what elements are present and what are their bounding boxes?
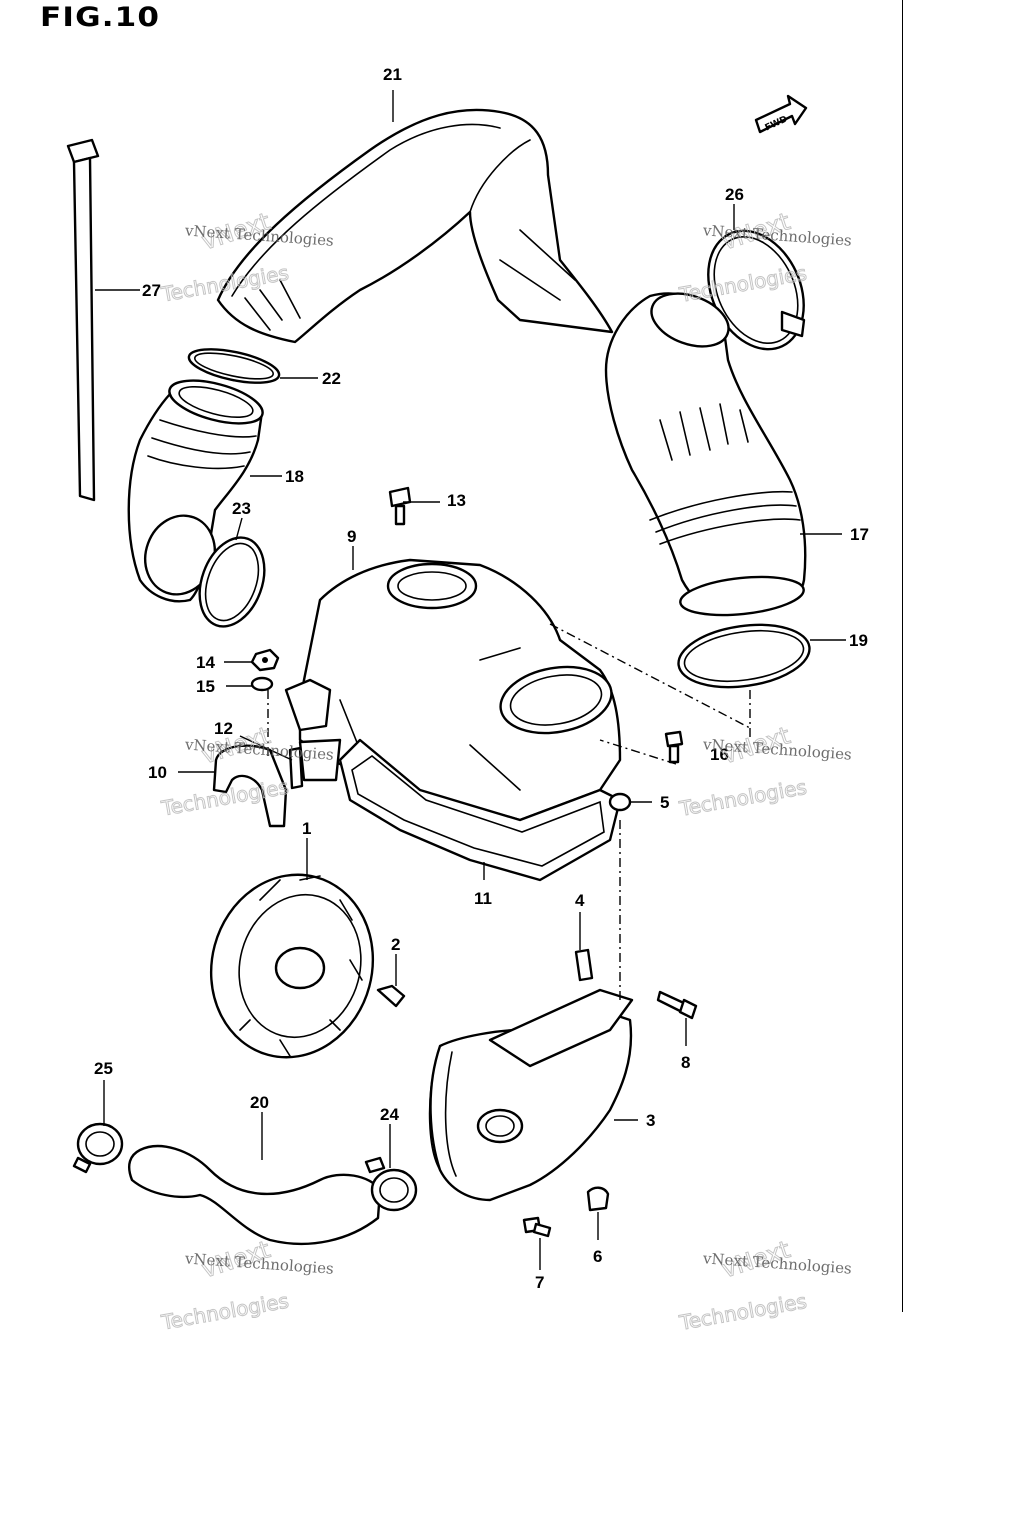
callout-21: 21 [383,65,402,84]
callout-2: 2 [391,935,400,954]
callout-20: 20 [250,1093,269,1112]
part-24-clamp [364,1156,418,1212]
callout-3: 3 [646,1111,655,1130]
part-4-pin [574,948,594,982]
callout-1: 1 [302,819,311,838]
callout-25: 25 [94,1059,113,1078]
part-26-clamp [707,229,806,351]
part-18-elbow-hose [127,379,264,603]
callout-27: 27 [142,281,161,300]
callout-5: 5 [660,793,669,812]
callout-26: 26 [725,185,744,204]
callout-19: 19 [849,631,868,650]
callout-15: 15 [196,677,215,696]
part-8-screw [656,990,698,1020]
part-16-screw [664,730,684,764]
callout-7: 7 [535,1273,544,1292]
callout-17: 17 [850,525,869,544]
part-23-clamp [198,536,266,628]
callout-16: 16 [710,745,729,764]
part-25-clamp [72,1122,124,1174]
watermark-tech: Technologies [677,775,809,821]
callout-14: 14 [196,653,215,672]
part-1-fan [209,873,375,1059]
part-21-intake-duct [216,108,614,344]
callout-22: 22 [322,369,341,388]
part-6-cap [586,1186,610,1212]
page-border-line [902,0,903,1312]
part-22-seal-ring [187,348,281,384]
callout-13: 13 [447,491,466,510]
callout-11: 11 [474,889,492,908]
part-11-gasket [338,738,622,882]
part-12-bolt [288,746,304,790]
callout-4: 4 [575,891,585,910]
watermark-bottom-left: vNext vNext Technologies Technologies [158,1235,334,1335]
leader-lines [95,90,846,1270]
callout-10: 10 [148,763,167,782]
part-20-hose [128,1144,382,1246]
part-19-seal-ring [677,623,811,689]
callout-23: 23 [232,499,251,518]
callout-9: 9 [347,527,356,546]
callout-6: 6 [593,1247,602,1266]
callout-12: 12 [214,719,233,738]
watermark-mid-right: vNext vNext Technologies Technologies [676,721,852,822]
part-10-bracket [212,744,288,828]
watermark-tech: Technologies [159,1288,291,1334]
part-7-screw [522,1216,552,1238]
part-5-grommet [608,792,632,812]
figure-title: FIG.10 [40,2,161,33]
callout-18: 18 [285,467,304,486]
part-14-nut [250,648,280,672]
part-15-washer [250,676,274,692]
part-27-cable-tie [66,138,100,502]
callout-24: 24 [380,1105,399,1124]
watermark-tech: Technologies [677,1289,809,1335]
fwd-arrow-icon: FWD [754,94,808,133]
part-13-bolt [388,486,412,526]
callout-8: 8 [681,1053,690,1072]
part-3-fan-housing [428,988,634,1202]
callout-labels: 21 27 26 22 18 13 23 17 9 19 14 15 12 16… [94,65,869,1292]
watermark-bottom-right: vNext vNext Technologies Technologies [676,1235,852,1336]
part-9-case [284,558,622,822]
part-2-bolt [376,984,406,1008]
part-17-hose [604,292,807,617]
